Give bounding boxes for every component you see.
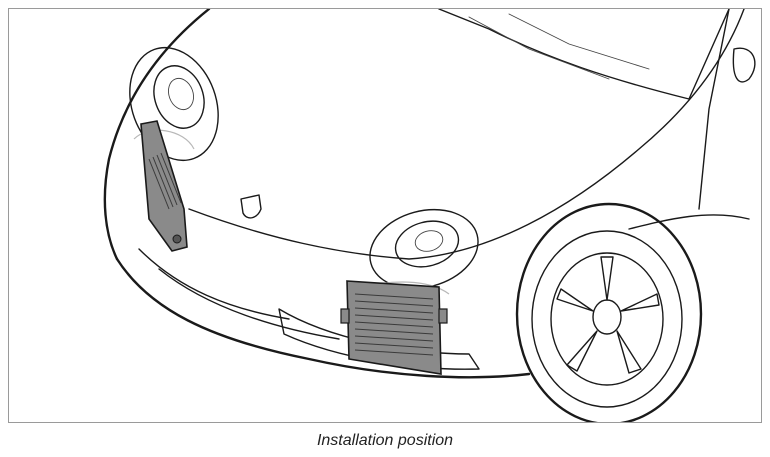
bumper-outline — [115, 257, 531, 379]
left-headlight-outer — [129, 46, 219, 162]
hood-crease — [188, 9, 745, 260]
spoke-5 — [556, 288, 594, 312]
wiper — [468, 16, 610, 80]
tyre — [531, 230, 683, 408]
rim — [550, 252, 664, 386]
lower-grille — [278, 308, 480, 370]
right-headlight-lens — [414, 230, 444, 252]
right-headlight-inner — [394, 220, 460, 268]
right-control-unit — [340, 280, 450, 375]
vehicle-installation-illustration — [103, 9, 756, 422]
figure-caption: Installation position — [316, 432, 454, 449]
hood-crest — [240, 194, 262, 219]
hub — [592, 299, 622, 335]
windshield — [438, 9, 730, 100]
bumper-lip — [158, 268, 340, 340]
fender-line — [628, 214, 750, 230]
left-headlight-lens — [168, 77, 194, 111]
left-headlight-inner — [153, 65, 205, 129]
spoke-3 — [616, 330, 642, 374]
side-mirror — [732, 47, 756, 83]
right-headlight-outer — [369, 208, 479, 290]
spoke-4 — [566, 330, 598, 372]
a-pillar — [698, 9, 730, 210]
wiper-2 — [508, 13, 650, 70]
figure-frame — [8, 8, 762, 423]
left-control-unit — [133, 120, 195, 252]
spoke-1 — [600, 256, 614, 301]
hood-outline — [103, 9, 211, 261]
wheel-arch — [515, 202, 703, 422]
spoke-2 — [620, 293, 660, 312]
bumper-line-2 — [138, 248, 290, 320]
